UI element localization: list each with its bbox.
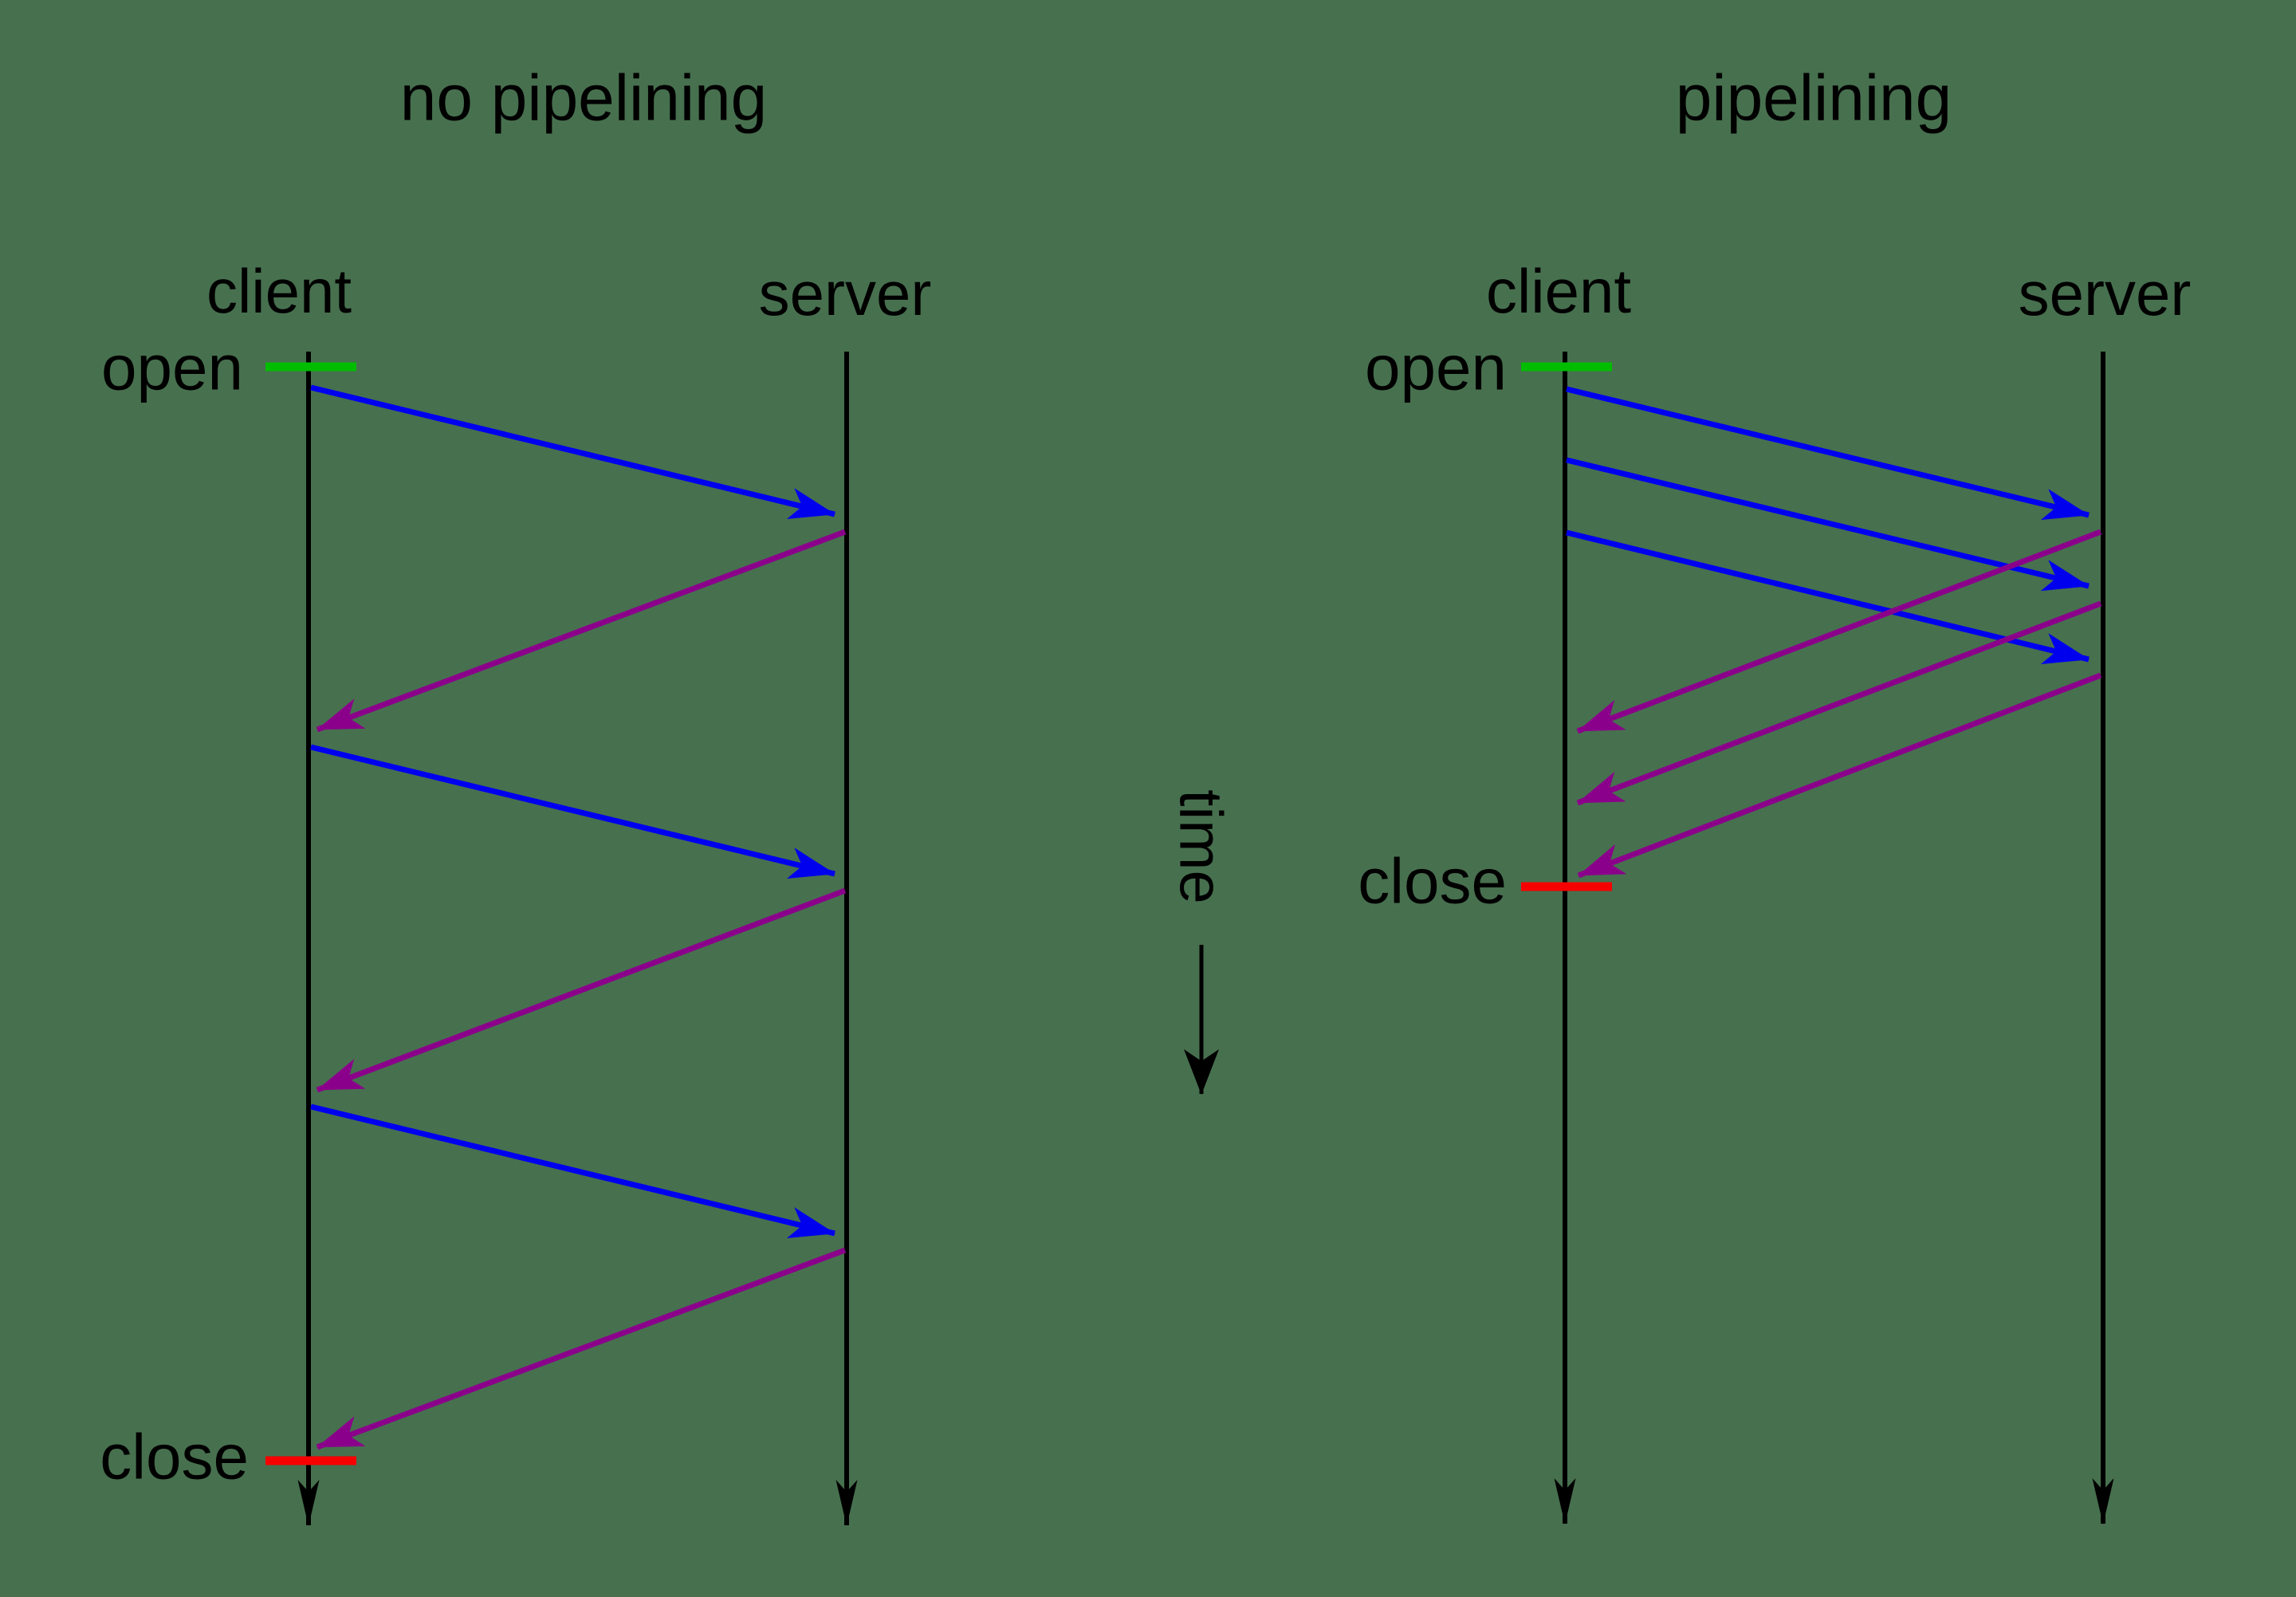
request-arrow bbox=[310, 744, 835, 879]
close-label: close bbox=[100, 1422, 249, 1493]
response-arrow bbox=[316, 887, 847, 1093]
actor-label-server: server bbox=[759, 258, 932, 328]
open-label: open bbox=[1365, 332, 1507, 403]
request-arrow bbox=[310, 1103, 835, 1239]
response-arrow bbox=[316, 1247, 847, 1450]
close-label: close bbox=[1358, 846, 1507, 917]
panel-no-pipelining: no pipelining client server open close bbox=[100, 62, 931, 1526]
request-arrow bbox=[1566, 386, 2090, 521]
time-label: time bbox=[1167, 789, 1235, 904]
actor-label-client: client bbox=[206, 256, 352, 326]
request-arrow bbox=[1566, 457, 2090, 592]
request-arrow bbox=[310, 384, 835, 520]
open-label: open bbox=[101, 332, 243, 403]
request-arrow bbox=[1566, 529, 2090, 664]
actor-label-server: server bbox=[2019, 258, 2192, 328]
response-arrow bbox=[1577, 672, 2102, 879]
response-arrow bbox=[1576, 600, 2102, 806]
time-axis: time bbox=[1167, 789, 1235, 1095]
actor-label-client: client bbox=[1486, 256, 1631, 326]
panel-title: pipelining bbox=[1676, 62, 1952, 135]
panel-title: no pipelining bbox=[400, 62, 768, 135]
response-arrow bbox=[316, 529, 847, 733]
panel-pipelining: pipelining client server open close bbox=[1358, 62, 2191, 1524]
response-arrow bbox=[1576, 529, 2102, 734]
